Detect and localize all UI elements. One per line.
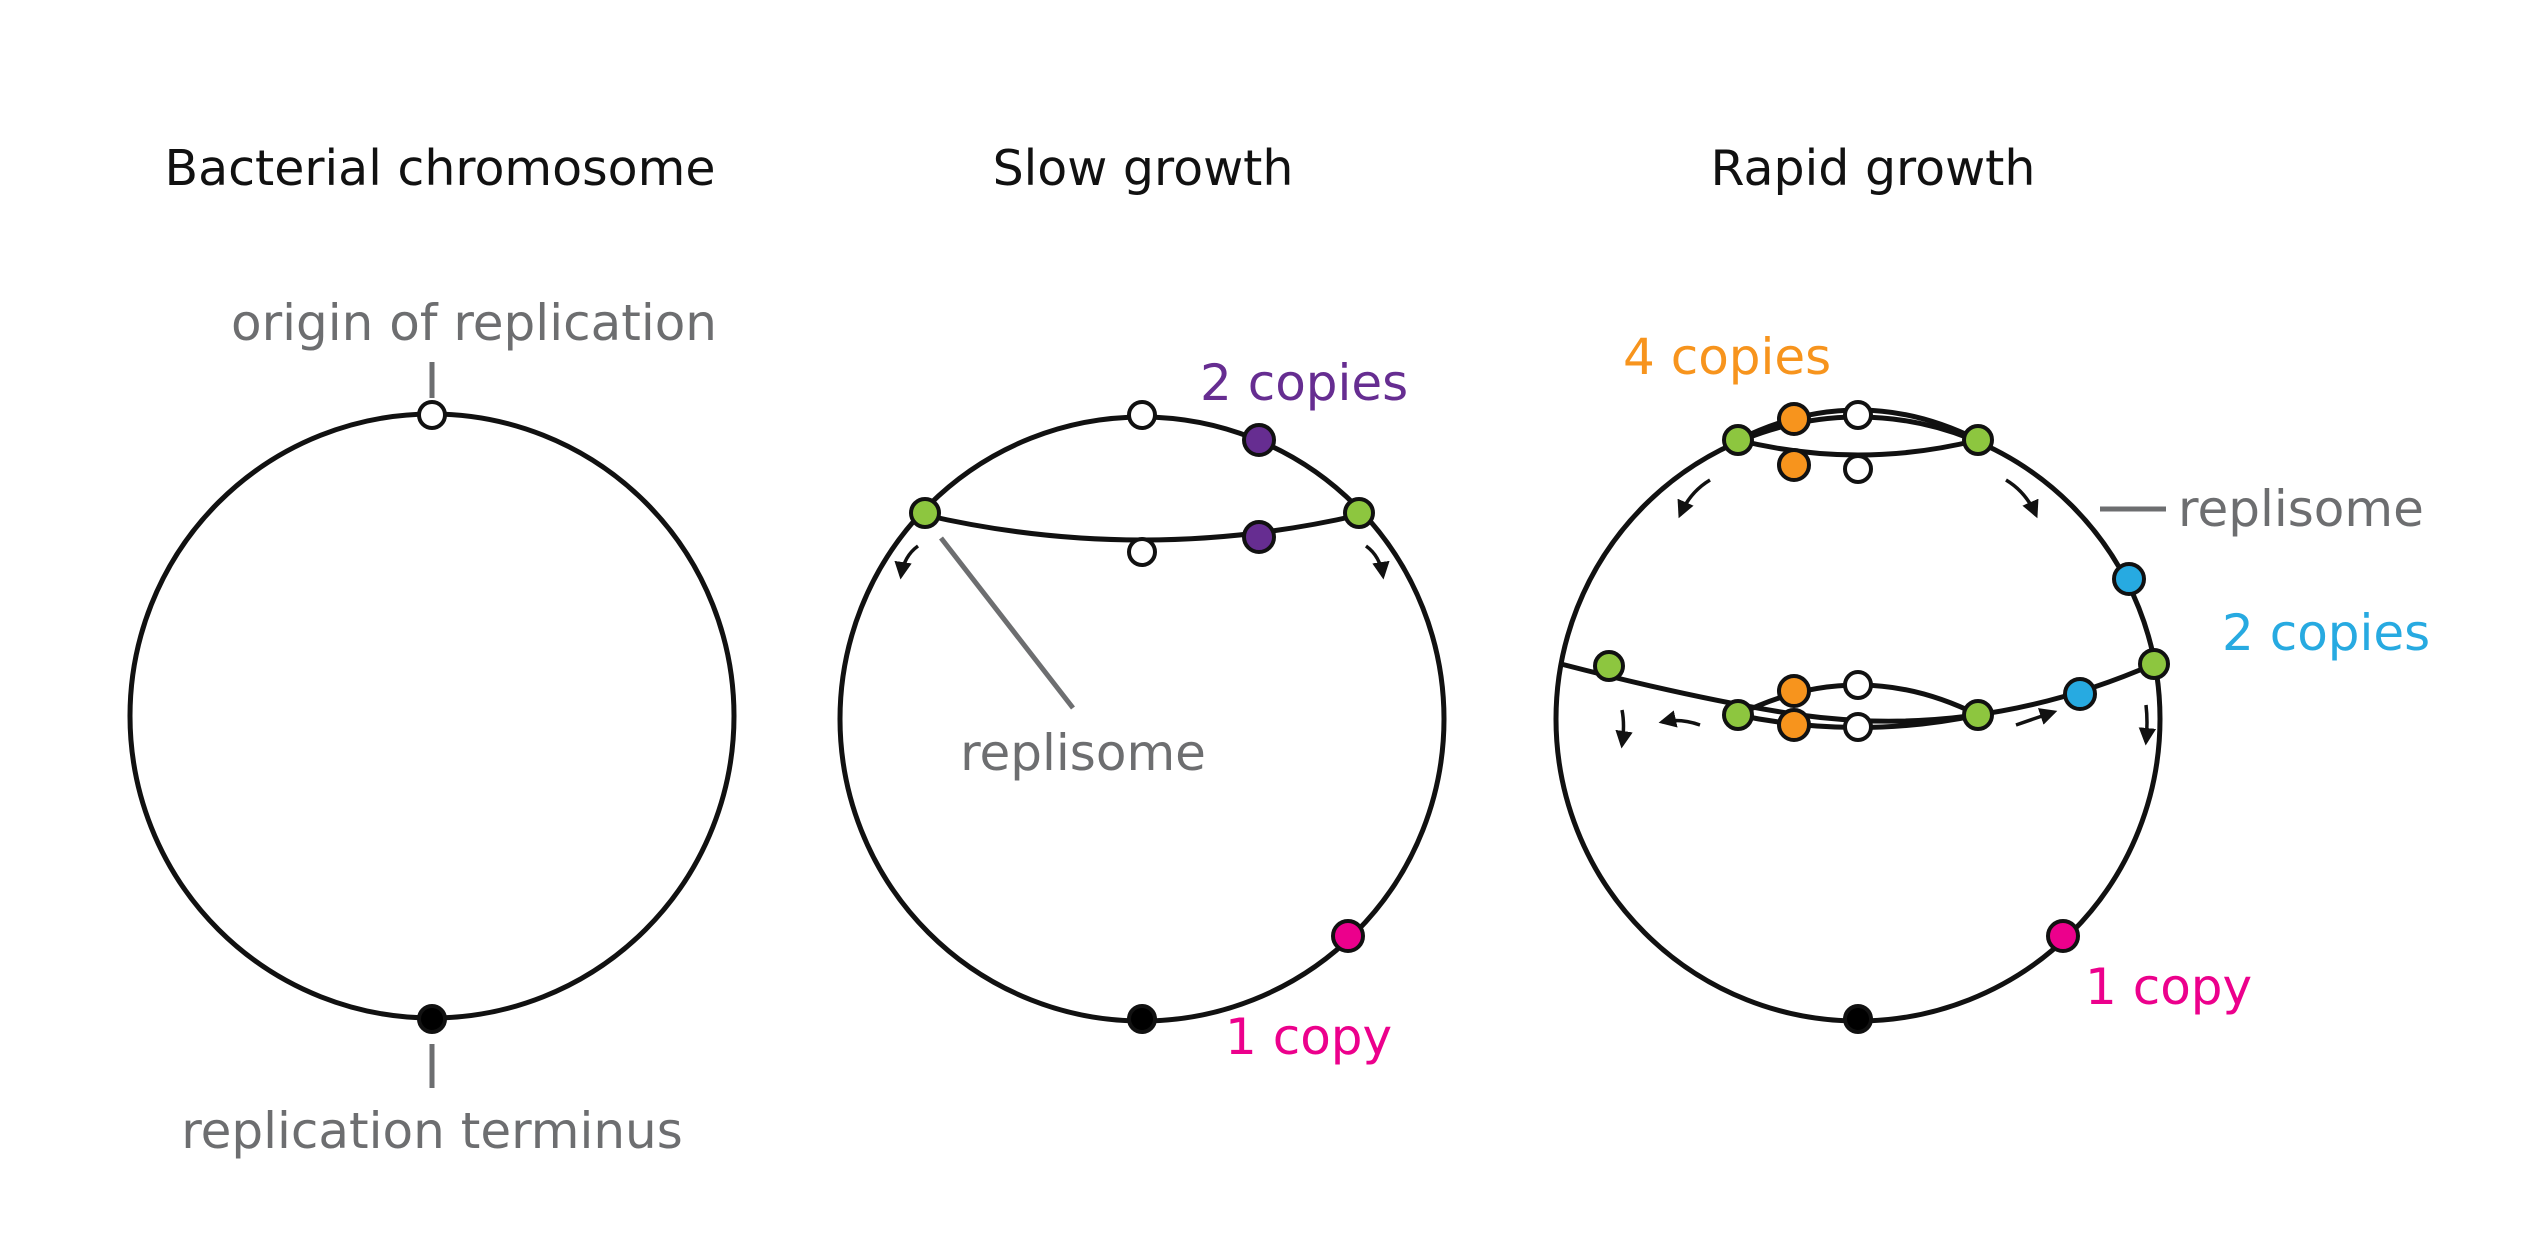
orange-locus-marker-1 — [1777, 402, 1811, 436]
panel-slow-growth: Slow growth 2 copies replisome 1 copy — [837, 140, 1447, 1066]
fork-arrow-outer-left — [1615, 709, 1633, 749]
replisome-marker — [1722, 424, 1754, 456]
origin-marker — [1127, 400, 1157, 430]
replication-terminus-label: replication terminus — [181, 1102, 683, 1160]
origin-marker-copy-3 — [1843, 670, 1873, 700]
fork-arrow-right — [1364, 544, 1390, 580]
terminus-marker — [1843, 1004, 1873, 1034]
two-copies-label: 2 copies — [1200, 354, 1408, 412]
blue-locus-marker-1 — [2112, 562, 2146, 596]
origin-marker — [1843, 400, 1873, 430]
four-copies-label: 4 copies — [1623, 328, 1831, 386]
replisome-marker-left — [909, 497, 941, 529]
replisome-marker — [1962, 699, 1994, 731]
fork-arrow-outer-right — [2138, 704, 2157, 746]
top-replicated-strand — [1737, 437, 1979, 458]
origin-of-replication-label: origin of replication — [231, 294, 717, 352]
orange-locus-marker-4 — [1777, 708, 1811, 742]
orange-locus-marker-3 — [1777, 674, 1811, 708]
orange-locus-marker-2 — [1777, 448, 1811, 482]
panel-bacterial-chromosome: Bacterial chromosome origin of replicati… — [127, 140, 737, 1160]
origin-marker-copy — [1127, 537, 1157, 567]
replisome-leader-line — [939, 536, 1075, 710]
replisome-marker — [1593, 650, 1625, 682]
panel-rapid-growth: Rapid growth 4 copies — [1553, 140, 2430, 1034]
replisome-label: replisome — [2178, 480, 2424, 538]
blue-locus-marker-2 — [2063, 677, 2097, 711]
purple-locus-marker — [1242, 423, 1276, 457]
fork-arrow-left — [894, 544, 920, 580]
terminus-marker — [1127, 1004, 1157, 1034]
terminus-marker — [417, 1004, 447, 1034]
pink-locus-marker — [2046, 919, 2080, 953]
two-copies-label: 2 copies — [2222, 604, 2430, 662]
replicated-strand — [924, 512, 1360, 543]
fork-arrow-top-left — [1677, 478, 1711, 519]
replisome-label: replisome — [960, 724, 1206, 782]
one-copy-label: 1 copy — [1225, 1008, 1392, 1066]
fork-arrow-top-right — [2005, 478, 2039, 519]
replisome-marker — [2138, 648, 2170, 680]
replisome-marker-right — [1343, 497, 1375, 529]
one-copy-label: 1 copy — [2085, 958, 2252, 1016]
panel-title-bacterial-chromosome: Bacterial chromosome — [164, 140, 715, 197]
pink-locus-marker — [1331, 919, 1365, 953]
panel-title-rapid-growth: Rapid growth — [1711, 140, 2036, 197]
replisome-marker — [1722, 699, 1754, 731]
panel-title-slow-growth: Slow growth — [993, 140, 1294, 197]
origin-marker-copy-4 — [1843, 712, 1873, 742]
fork-arrow-mid-left — [1658, 710, 1701, 728]
origin-marker-copy-2 — [1843, 454, 1873, 484]
fork-arrow-mid-right — [2015, 708, 2058, 727]
middle-replicated-strand — [1560, 661, 2156, 724]
chromosome-circle — [127, 411, 737, 1021]
purple-locus-marker-copy — [1242, 520, 1276, 554]
replisome-marker — [1962, 424, 1994, 456]
origin-marker — [417, 400, 447, 430]
